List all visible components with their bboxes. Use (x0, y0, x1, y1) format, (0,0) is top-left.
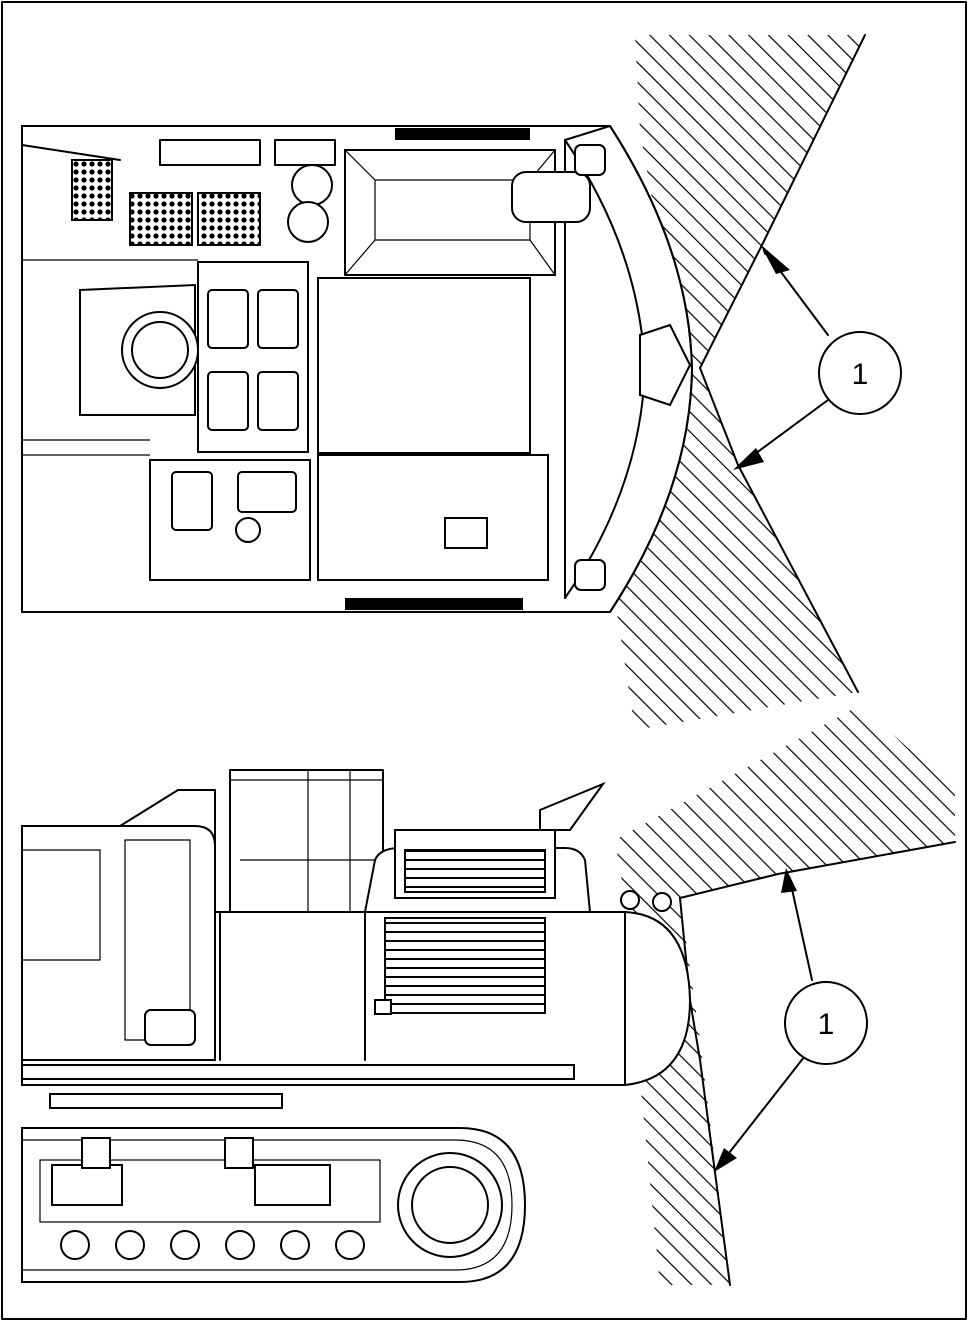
top-wall-edge (699, 34, 866, 693)
top-center-panel (317, 277, 531, 454)
side-wall-edge (679, 841, 956, 1286)
top-light-1 (574, 144, 606, 176)
top-tank-cap-2 (287, 201, 329, 243)
top-pad-2 (345, 598, 523, 610)
top-rear-camera (639, 323, 692, 407)
side-wall-hatch (615, 705, 955, 1285)
side-deck-step (49, 1093, 283, 1109)
top-boom-line (21, 144, 121, 161)
side-arrowhead-upper (781, 868, 797, 893)
top-grille-1 (129, 192, 193, 246)
top-handrail-2 (274, 139, 336, 166)
side-callout-label: 1 (818, 1008, 835, 1041)
side-arrowhead-lower (714, 1148, 737, 1172)
side-cab (21, 825, 216, 1061)
top-access-door (444, 517, 488, 549)
side-leader-lower (721, 1051, 809, 1163)
top-tank-cap-1 (291, 164, 333, 206)
side-carrier-roller-2 (224, 1137, 254, 1169)
side-latch (374, 999, 392, 1015)
top-arrowhead-lower (733, 448, 764, 470)
top-grille-3 (71, 159, 113, 221)
side-louver-panel (384, 917, 546, 1014)
top-handrail-1 (159, 139, 261, 166)
top-callout: 1 (733, 244, 902, 470)
side-cooler-louver (404, 849, 546, 893)
top-callout-label: 1 (852, 358, 869, 391)
top-callout-circle (818, 331, 902, 415)
side-carrier-roller-1 (81, 1137, 111, 1169)
side-track-frame (39, 1159, 381, 1223)
side-view (21, 705, 956, 1286)
top-rear-lamp-box (511, 171, 591, 223)
side-callout-circle (784, 981, 868, 1065)
top-wall-hatch (615, 35, 865, 730)
top-counterweight (564, 125, 693, 613)
side-cab-step (144, 1009, 196, 1046)
top-pad-1 (395, 128, 530, 140)
side-frame-rail (21, 1064, 575, 1080)
top-view (21, 34, 866, 730)
side-leader-upper (789, 879, 813, 981)
side-handrail-1 (119, 789, 216, 913)
side-exhaust (539, 781, 606, 831)
top-grille-2 (197, 192, 261, 246)
side-callout: 1 (714, 868, 868, 1172)
side-handrail-2 (229, 769, 384, 913)
top-swing-pinion (131, 321, 189, 379)
top-lower-panel (317, 454, 549, 581)
top-light-2 (574, 559, 606, 591)
